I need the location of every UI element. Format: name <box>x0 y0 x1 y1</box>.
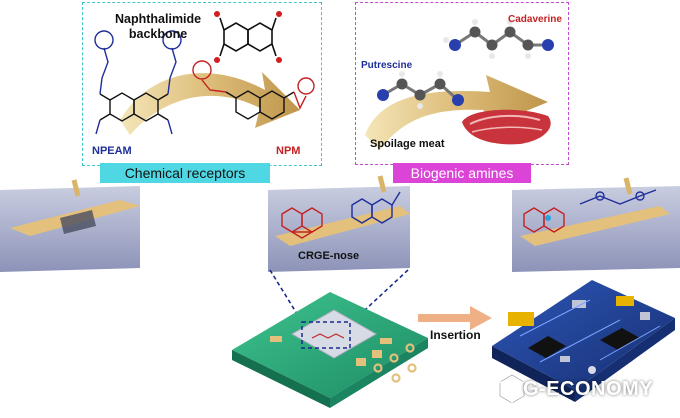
crge-nose-device <box>268 175 410 272</box>
insertion-arrow <box>418 306 492 330</box>
amine-gold-arrow <box>365 75 548 150</box>
biogenic-amines-banner: Biogenic amines <box>393 163 531 183</box>
cadaverine-model <box>443 19 554 59</box>
naphthalimide-title: Naphthalimide backbone <box>115 12 201 42</box>
meat-image <box>462 109 551 145</box>
receptor-gold-arrow <box>120 72 300 135</box>
npm-label: NPM <box>276 145 301 157</box>
chemical-receptors-banner: Chemical receptors <box>100 163 270 183</box>
watermark-logo-icon <box>498 373 526 405</box>
naphthalimide-title-line1: Naphthalimide <box>115 12 202 26</box>
bare-graphene-device <box>0 179 140 272</box>
cadaverine-label: Cadaverine <box>508 14 562 25</box>
crge-nose-label: CRGE-nose <box>298 250 360 262</box>
circuit-board <box>492 280 675 402</box>
putrescine-label: Putrescine <box>361 60 413 71</box>
insertion-label: Insertion <box>430 328 481 342</box>
npm-structure <box>192 60 315 120</box>
sensing-device <box>512 177 680 272</box>
npeam-structure <box>94 30 182 135</box>
putrescine-model <box>377 71 464 109</box>
naphthalimide-structure <box>214 11 282 63</box>
sensor-chip <box>232 292 428 408</box>
spoilage-meat-label: Spoilage meat <box>370 138 445 150</box>
watermark-text: G-ECONOMY <box>523 378 654 400</box>
naphthalimide-title-line2: backbone <box>128 27 188 41</box>
npeam-label: NPEAM <box>92 145 132 157</box>
